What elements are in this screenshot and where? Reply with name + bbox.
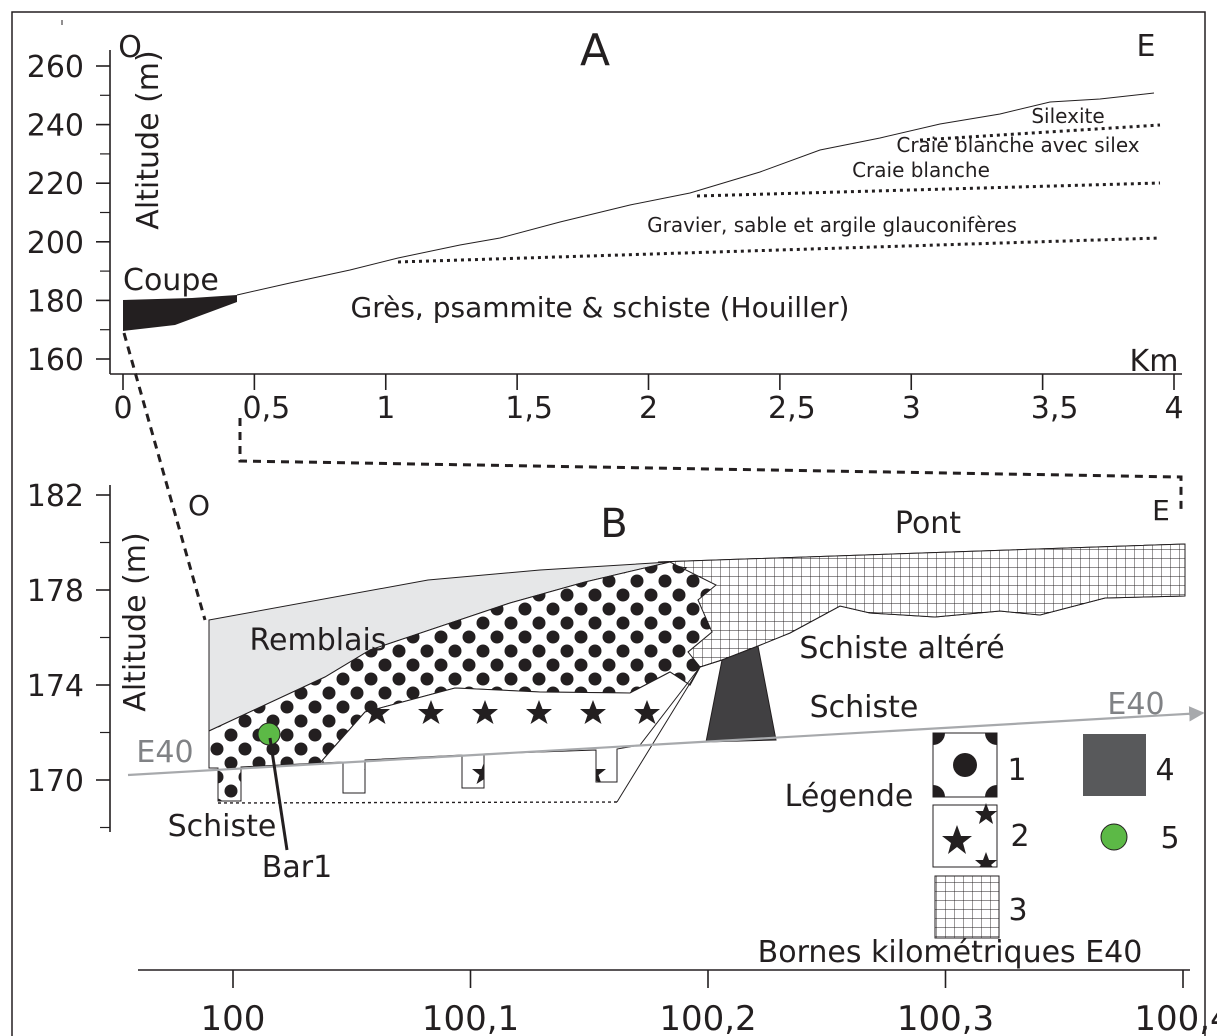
zoom-connector-right xyxy=(238,418,1183,512)
y-tick-label: 174 xyxy=(27,669,84,704)
borehole-bar1-marker xyxy=(257,722,281,746)
x-tick-label: 2 xyxy=(639,391,658,426)
legend: Légende 1 2 3 4 5 xyxy=(785,732,1180,939)
panel-b-y-ticks: 182 178 174 170 xyxy=(27,479,110,829)
y-tick-label: 160 xyxy=(27,343,84,378)
x-tick-label: 2,5 xyxy=(768,391,816,426)
legend-swatch-1 xyxy=(932,732,998,798)
contact-silex-craie xyxy=(919,123,1161,142)
y-tick-label: 200 xyxy=(27,226,84,261)
base-contact-dashed xyxy=(217,801,618,804)
layer-label-gravier: Gravier, sable et argile glauconifères xyxy=(647,213,1017,237)
y-tick-label: 170 xyxy=(27,764,84,799)
panel-a-y-ticks: 260 240 220 200 180 160 xyxy=(27,50,110,378)
label-bar1: Bar1 xyxy=(262,850,332,885)
x-tick-label: 100,2 xyxy=(659,999,756,1036)
figure-frame xyxy=(11,11,1206,1036)
panel-b-x-ticks: 100 100,1 100,2 100,3 100,4 xyxy=(201,970,1217,1036)
legend-item-1: 1 xyxy=(1007,753,1026,788)
y-tick-label: 178 xyxy=(27,574,84,609)
contact-craie-gravier xyxy=(696,181,1161,198)
legend-item-2: 2 xyxy=(1010,819,1029,854)
legend-item-3: 3 xyxy=(1008,893,1027,928)
layer-label-craie: Craie blanche xyxy=(852,158,990,182)
panel-a-x-unit: Km xyxy=(1130,344,1179,379)
contact-schiste-altere xyxy=(616,659,723,803)
label-schiste: Schiste xyxy=(810,690,919,725)
e40-label-right: E40 xyxy=(1107,687,1164,722)
x-tick-label: 1 xyxy=(376,391,395,426)
legend-swatch-5 xyxy=(1100,823,1128,851)
legend-swatch-4 xyxy=(1083,734,1146,796)
topographic-profile xyxy=(236,92,1155,296)
label-pont: Pont xyxy=(895,506,961,541)
zoom-connector-left xyxy=(122,332,207,621)
y-tick-label: 260 xyxy=(27,50,84,85)
legend-star-icon-corner-2 xyxy=(975,852,997,867)
y-tick-label: 180 xyxy=(27,284,84,319)
legend-item-5: 5 xyxy=(1160,821,1179,856)
x-tick-label: 3 xyxy=(902,391,921,426)
label-schiste-bottom: Schiste xyxy=(168,809,277,844)
y-tick-label: 240 xyxy=(27,109,84,144)
label-schiste-altere: Schiste altéré xyxy=(799,631,1004,666)
e40-road-line xyxy=(127,706,1205,777)
layer-4-dark xyxy=(705,645,777,743)
x-tick-label: 100,3 xyxy=(897,999,994,1036)
panel-b-east-label: E xyxy=(1152,494,1170,527)
layer-label-craie-silex: Craie blanche avec silex xyxy=(896,133,1139,157)
panel-a-west-label: O xyxy=(118,30,142,65)
panel-a-x-ticks: 0 0,5 1 1,5 2 2,5 3 3,5 4 xyxy=(113,374,1184,426)
panel-b: 182 178 174 170 100 100,1 100,2 100,3 100,4 Alt… xyxy=(27,479,1217,1036)
panel-a-east-label: E xyxy=(1137,29,1156,64)
x-tick-label: 3,5 xyxy=(1031,391,1079,426)
x-tick-label: 100,1 xyxy=(422,999,519,1036)
x-tick-label: 1,5 xyxy=(505,391,553,426)
legend-swatch-3 xyxy=(934,875,1000,939)
coupe-label: Coupe xyxy=(123,263,219,298)
contact-gravier-gres xyxy=(397,236,1161,264)
layer-label-gres: Grès, psammite & schiste (Houiller) xyxy=(351,291,850,324)
panel-a-label: A xyxy=(580,25,610,76)
x-tick-label: 100 xyxy=(201,999,266,1036)
layer-2-stars xyxy=(318,666,701,794)
legend-star-icon-corner xyxy=(975,803,997,824)
panel-b-label: B xyxy=(600,501,627,547)
y-tick-label: 220 xyxy=(27,167,84,202)
bar1-leader-line xyxy=(268,737,289,851)
coupe-section-shape xyxy=(123,295,237,331)
label-remblais: Remblais xyxy=(250,623,387,658)
legend-star-icon xyxy=(942,825,972,854)
y-tick-label: 182 xyxy=(27,479,84,514)
e40-label-left: E40 xyxy=(136,735,193,770)
panel-b-y-axis-label: Altitude (m) xyxy=(118,532,153,711)
x-tick-label: 100,4 xyxy=(1134,999,1217,1036)
panel-a: 260 240 220 200 180 160 0 0,5 1 1,5 2 2,5 3 3,5 4 Alt… xyxy=(27,25,1184,426)
legend-item-4: 4 xyxy=(1155,753,1174,788)
x-tick-label: 4 xyxy=(1164,391,1183,426)
panel-b-x-axis-title: Bornes kilométriques E40 xyxy=(758,935,1143,970)
legend-title: Légende xyxy=(785,779,914,814)
panel-a-y-axis-label: Altitude (m) xyxy=(131,50,166,229)
x-tick-label: 0 xyxy=(113,391,132,426)
x-tick-label: 0,5 xyxy=(243,391,291,426)
panel-b-west-label: O xyxy=(188,489,210,522)
layer-label-silexite: Silexite xyxy=(1031,104,1104,128)
